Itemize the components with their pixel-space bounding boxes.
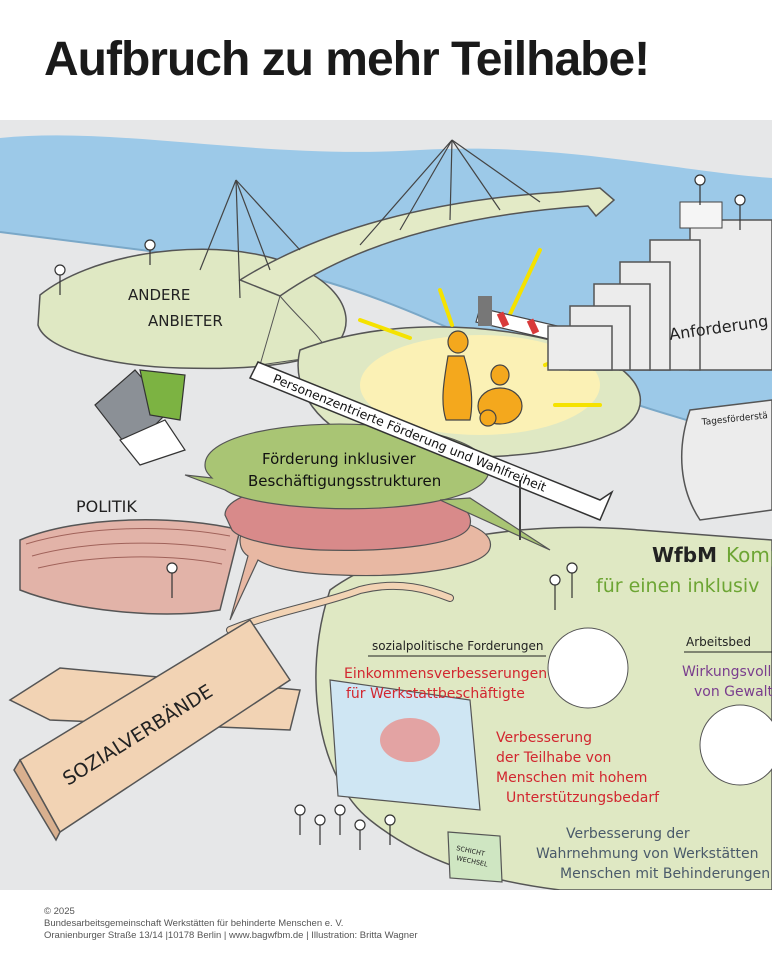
einkommen-line2: für Werkstattbeschäftigte [346, 686, 525, 702]
wahrnehmung-line3: Menschen mit Behinderungen [560, 866, 770, 882]
podium [679, 201, 723, 229]
footer-copyright: © 2025 [44, 906, 75, 917]
footer: © 2025 Bundesarbeitsgemeinschaft Werkstä… [44, 906, 418, 942]
arbeitsbe-header: Arbeitsbed [686, 635, 751, 649]
bridge-cables [199, 139, 541, 299]
handshake-arm-inner [227, 582, 453, 633]
schichtwechsel-desk [447, 831, 503, 883]
stairs [547, 219, 772, 371]
bubble-text-2: Beschäftigungsstrukturen [248, 472, 441, 490]
crowd-figures [54, 174, 746, 850]
wfbm-title-b: Komp [726, 543, 772, 567]
icon-circle-left [547, 627, 629, 709]
sozialpolitisch-header: sozialpolitische Forderungen [372, 639, 544, 653]
direction-sign [248, 361, 614, 540]
politik-stand [19, 519, 241, 615]
wahrnehmung-line2: Wahrnehmung von Werkstätten [536, 846, 759, 862]
spotlight-glow [360, 335, 600, 435]
illustration: ANDERE ANBIETER Anforderung POLITIK Pers… [0, 120, 772, 890]
wirkung-line2: von Gewalt [694, 684, 772, 700]
green-bubble-tail [439, 497, 551, 551]
bubble-text-1: Förderung inklusiver [262, 450, 417, 468]
green-bubble [184, 423, 490, 510]
label-politik: POLITIK [76, 497, 137, 516]
plank-sozialverbaende [8, 618, 301, 842]
teilhabe-line2: der Teilhabe von [496, 750, 611, 766]
wfbm-title-a: WfbM [652, 543, 717, 567]
teilhabe-line1: Verbesserung [496, 730, 592, 746]
tagesfoerder-platform [681, 399, 772, 521]
teilhabe-line4: Unterstützungsbedarf [506, 790, 660, 806]
wirkung-line1: Wirkungsvolle [682, 664, 772, 680]
page-title: Aufbruch zu mehr Teilhabe! [44, 33, 650, 86]
icon-circle-right [699, 704, 772, 786]
label-andere: ANDERE [128, 286, 190, 304]
orange-figures [442, 330, 523, 427]
bridge-deck [238, 187, 616, 297]
glass-panel [329, 679, 481, 811]
wahrnehmung-line1: Verbesserung der [566, 826, 690, 842]
footer-organisation: Bundesarbeitsgemeinschaft Werkstätten fü… [44, 918, 344, 929]
robot-figure [94, 369, 186, 466]
label-anbieter: ANBIETER [148, 312, 223, 330]
einkommen-line1: Einkommensverbesserungen [344, 666, 547, 682]
teilhabe-line3: Menschen mit hohem [496, 770, 647, 786]
footer-address: Oranienburger Straße 13/14 |10178 Berlin… [44, 930, 418, 941]
wfbm-subtitle: für einen inklusiv [596, 575, 759, 597]
